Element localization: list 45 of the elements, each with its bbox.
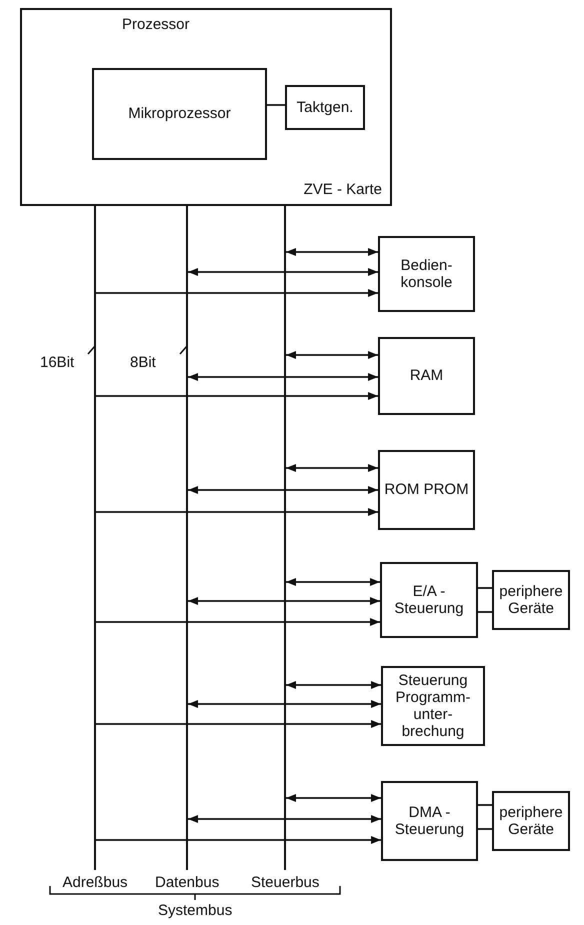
arrow <box>188 815 381 823</box>
process-box: Taktgen. <box>285 85 365 130</box>
arrow <box>96 392 378 400</box>
process-box: Steuerung Programm- unter- brechung <box>381 666 485 746</box>
card-background <box>20 8 392 206</box>
arrow <box>286 248 378 256</box>
process-box: Mikroprozessor <box>92 68 267 160</box>
box-caption: ZVE - Karte <box>304 180 382 198</box>
arrow <box>286 681 381 689</box>
process-box: periphere Geräte <box>492 791 570 851</box>
arrow <box>188 268 378 276</box>
box-heading: Prozessor <box>122 16 190 34</box>
arrow <box>286 578 380 586</box>
bus-width-label: 16Bit <box>40 354 74 371</box>
bus-group-label: Systembus <box>158 902 232 919</box>
process-box: DMA - Steuerung <box>381 781 478 861</box>
process-box: RAM <box>378 337 475 415</box>
bus-label: Steuerbus <box>251 874 320 891</box>
arrow <box>286 794 381 802</box>
process-box: periphere Geräte <box>492 570 570 630</box>
arrow <box>96 618 380 626</box>
arrow <box>286 351 378 359</box>
arrow <box>286 464 378 472</box>
bus-width-label: 8Bit <box>130 354 156 371</box>
arrow <box>96 508 378 516</box>
arrow <box>96 289 378 297</box>
arrow <box>188 373 378 381</box>
bus-label: Adreßbus <box>62 874 128 891</box>
connector-line <box>478 611 492 613</box>
arrow <box>188 597 380 605</box>
bus-line <box>186 206 188 870</box>
connector-line <box>267 104 285 106</box>
arrow <box>96 836 381 844</box>
process-box: ROM PROM <box>378 450 475 530</box>
process-box: Bedien- konsole <box>378 236 475 312</box>
connector-line <box>478 587 492 589</box>
process-box: E/A - Steuerung <box>380 562 478 638</box>
arrow <box>188 486 378 494</box>
arrow <box>96 720 381 728</box>
connector-line <box>478 804 492 806</box>
bus-line <box>94 206 96 870</box>
bus-line <box>284 206 286 870</box>
connector-line <box>478 828 492 830</box>
arrow <box>188 700 381 708</box>
bus-label: Datenbus <box>155 874 220 891</box>
